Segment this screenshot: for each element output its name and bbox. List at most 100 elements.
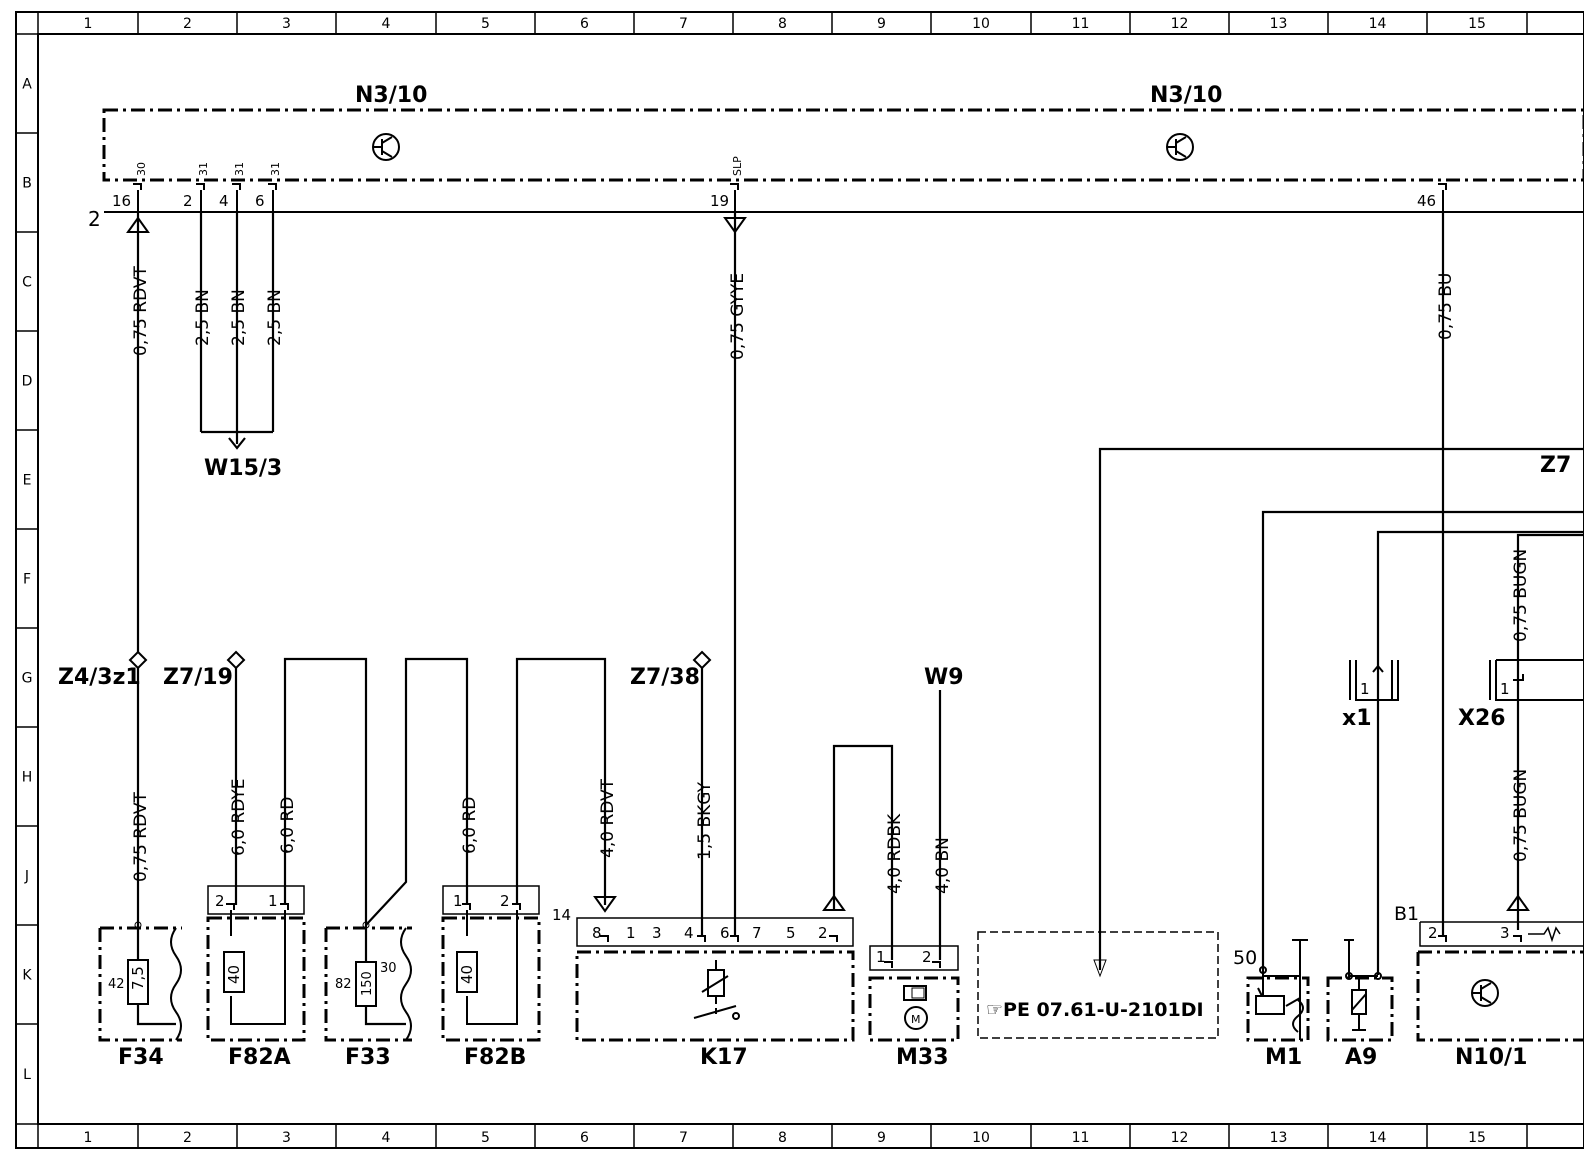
wire-label-bn-3: 2,5 BN xyxy=(265,289,285,346)
pin-2: 2 xyxy=(183,192,193,210)
connector-z7-19: Z7/19 xyxy=(163,665,233,690)
wire-label-rdbk: 4,0 RDBK xyxy=(885,813,905,894)
terminal-30: 30 xyxy=(135,162,148,176)
wire-m1-feed xyxy=(1261,510,1584,970)
relay-k17-pin: 5 xyxy=(786,924,796,942)
wire-rdvt-path xyxy=(126,212,150,925)
wire-rdye-path xyxy=(226,650,246,905)
grid-column-label: 4 xyxy=(382,1130,391,1146)
grid-column-label: 11 xyxy=(1072,1130,1090,1146)
wire-label-bu: 0,75 BU xyxy=(1436,273,1456,340)
connector-x26-symbol xyxy=(1489,659,1584,701)
wire-label-rdye: 6,0 RDYE xyxy=(229,778,249,856)
grid-row-label: J xyxy=(24,869,29,885)
relay-k17-pin: 4 xyxy=(684,924,694,942)
fuse-f33-pin-30: 30 xyxy=(380,961,397,976)
motor-m33-pin-2: 2 xyxy=(922,948,932,966)
grid-column-label: 8 xyxy=(778,16,787,32)
grid-column-label: 15 xyxy=(1468,1130,1486,1146)
motor-m33-pin-1: 1 xyxy=(876,948,886,966)
inner-frame xyxy=(37,33,1584,1125)
grid-column-label: 6 xyxy=(580,1130,589,1146)
wire-rd-f33-f82b xyxy=(365,657,469,926)
wire-label-rdvt-top: 0,75 RDVT xyxy=(131,266,151,356)
fuse-f82a-pin-1: 1 xyxy=(268,892,278,910)
wire-z7-reference xyxy=(1093,447,1584,978)
fuse-f34 xyxy=(98,921,182,1042)
fuse-f82a-label: F82A xyxy=(228,1045,291,1070)
column-grid: 1122334455667788991010111112121313141415… xyxy=(37,12,1528,1148)
grid-column-label: 3 xyxy=(282,16,291,32)
relay-k17-pin: 7 xyxy=(752,924,762,942)
grid-column-label: 11 xyxy=(1072,16,1090,32)
control-unit-n10-connector: B1 xyxy=(1394,903,1419,925)
wire-label-rd-1: 6,0 RD xyxy=(278,797,298,854)
wire-rdvt-f82b-k17 xyxy=(515,657,607,905)
terminal-31-a: 31 xyxy=(197,162,210,176)
ground-w15-3-wires xyxy=(199,212,275,450)
wire-gyye-path xyxy=(723,212,747,935)
grid-column-label: 13 xyxy=(1270,1130,1288,1146)
grid-row-label: L xyxy=(23,1067,31,1083)
transistor-icon-left xyxy=(372,133,400,161)
wire-rdbk-path xyxy=(832,744,894,960)
terminal-31-b: 31 xyxy=(233,162,246,176)
wire-label-bkgy: 1,5 BKGY xyxy=(695,781,715,860)
wire-a9-feed xyxy=(1376,530,1584,975)
wire-label-bugn-top: 0,75 BUGN xyxy=(1511,549,1531,642)
wire-label-bn-2: 2,5 BN xyxy=(229,289,249,346)
grid-column-label: 4 xyxy=(382,16,391,32)
fuse-f82a-pin-2: 2 xyxy=(215,892,225,910)
relay-k17-pin-stubs xyxy=(600,935,838,942)
starter-m1-pin: 50 xyxy=(1233,947,1257,969)
grid-column-label: 3 xyxy=(282,1130,291,1146)
terminal-31-c: 31 xyxy=(269,162,282,176)
wire-label-rdvt-bottom: 0,75 RDVT xyxy=(131,792,151,882)
connector-x26-pin: 1 xyxy=(1500,680,1510,698)
control-unit-n10-pin-2: 2 xyxy=(1428,924,1438,942)
grid-row-label: H xyxy=(22,770,33,786)
grid-column-label: 12 xyxy=(1171,1130,1189,1146)
fuse-f33-pin-82: 82 xyxy=(335,977,352,992)
grid-row-label: B xyxy=(22,176,32,192)
control-unit-n10-label: N10/1 xyxy=(1455,1045,1527,1070)
grid-column-label: 2 xyxy=(183,16,192,32)
pin-6: 6 xyxy=(255,192,265,210)
module-pin-stubs xyxy=(133,183,1447,212)
grid-column-label: 5 xyxy=(481,16,490,32)
relay-k17-pin: 8 xyxy=(592,924,602,942)
grid-column-label: 6 xyxy=(580,16,589,32)
wire-label-bugn-bottom: 0,75 BUGN xyxy=(1511,769,1531,862)
fuse-f34-label: F34 xyxy=(118,1045,164,1070)
grid-row-label: G xyxy=(22,671,33,687)
grid-column-label: 1 xyxy=(84,1130,93,1146)
motor-m33-label: M33 xyxy=(896,1045,949,1070)
fuse-f34-rating: 7,5 xyxy=(129,966,147,990)
motor-icon: M xyxy=(911,1013,921,1026)
starter-m1-label: M1 xyxy=(1265,1045,1302,1070)
relay-k17-pin: 3 xyxy=(652,924,662,942)
fuse-f82b xyxy=(441,885,541,1042)
grid-column-label: 9 xyxy=(877,1130,886,1146)
grid-row-label: F xyxy=(23,572,31,588)
grid-column-label: 14 xyxy=(1369,1130,1387,1146)
motor-m33 xyxy=(868,945,960,1042)
grid-column-label: 9 xyxy=(877,16,886,32)
pin-4: 4 xyxy=(219,192,229,210)
relay-k17-label: K17 xyxy=(700,1045,748,1070)
control-unit-n10-1 xyxy=(1416,894,1584,1042)
ground-w15-3-label: W15/3 xyxy=(204,456,282,481)
grid-row-label: E xyxy=(23,473,32,489)
wire-label-gyye: 0,75 GYYE xyxy=(728,273,748,360)
grid-row-label: K xyxy=(22,968,32,984)
wire-bkgy-path xyxy=(692,650,712,935)
grid-column-label: 7 xyxy=(679,1130,688,1146)
module-label-left: N3/10 xyxy=(355,83,427,108)
fuse-f82b-label: F82B xyxy=(464,1045,526,1070)
control-unit-n10-pin-3: 3 xyxy=(1500,924,1510,942)
reference-text[interactable]: ☞PE 07.61-U-2101DI xyxy=(986,999,1204,1021)
grid-column-label: 14 xyxy=(1369,16,1387,32)
pin-19: 19 xyxy=(710,192,729,210)
